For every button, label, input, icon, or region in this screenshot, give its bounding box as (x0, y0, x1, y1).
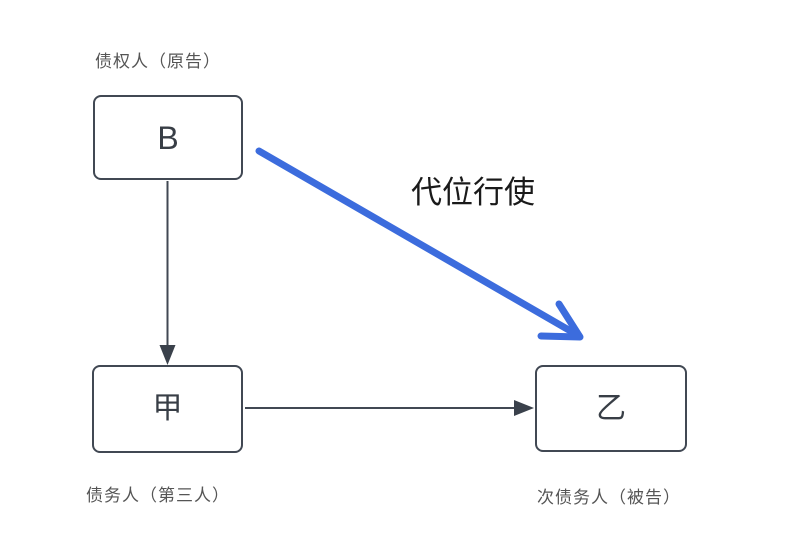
node-creditor-box: B (93, 95, 243, 180)
node-debtor-box: 甲 (92, 365, 243, 453)
node-debtor-label: 甲 (152, 392, 183, 425)
arrowhead-right-icon (514, 400, 534, 416)
arrowhead-blue-open-icon (537, 300, 584, 341)
node-creditor-label: B (157, 119, 179, 156)
node-subdebtor-box: 乙 (535, 365, 687, 452)
edge-creditor-to-debtor (159, 181, 176, 365)
edge-subrogation (255, 147, 584, 341)
arrowhead-down-icon (159, 345, 176, 365)
caption-creditor: 债权人（原告） (95, 52, 221, 71)
caption-debtor: 债务人（第三人） (86, 486, 230, 505)
caption-subdebtor: 次债务人（被告） (537, 488, 681, 507)
edge-subrogation-line (255, 147, 578, 337)
subrogation-edge-label: 代位行使 (411, 175, 535, 211)
edge-debtor-to-subdebtor (245, 400, 534, 416)
node-subdebtor-label: 乙 (596, 391, 626, 425)
